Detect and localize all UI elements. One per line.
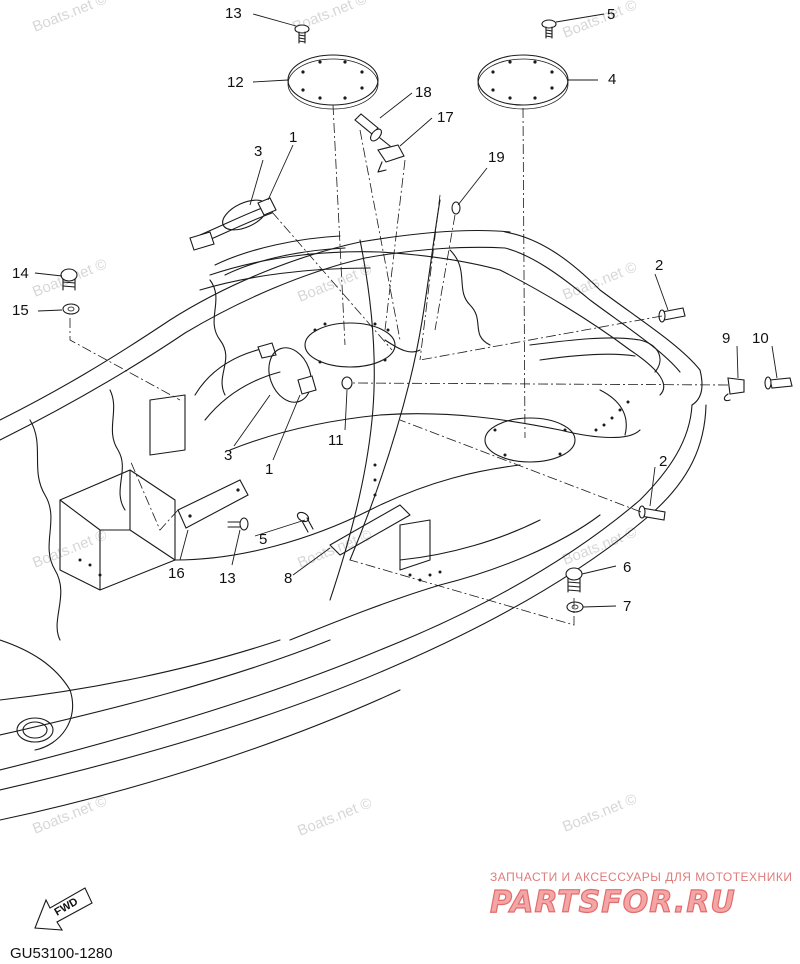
clip-17 xyxy=(377,144,405,173)
callout-1: 1 xyxy=(265,461,273,478)
rivet-2-mid xyxy=(638,505,666,521)
callout-12: 12 xyxy=(227,74,244,91)
bolt-dots xyxy=(78,322,630,582)
screw-5-mid xyxy=(296,511,314,533)
washer-7 xyxy=(566,601,584,613)
callout-layer: 13 5 12 4 18 17 3 1 19 2 14 15 9 10 3 1 … xyxy=(12,5,769,615)
washer-15 xyxy=(62,303,80,315)
callout-5: 5 xyxy=(607,6,615,23)
callout-3: 3 xyxy=(254,143,262,160)
brand-subtitle: ЗАПЧАСТИ И АКСЕССУАРЫ ДЛЯ МОТОТЕХНИКИ xyxy=(490,870,792,884)
callout-4: 4 xyxy=(608,71,616,88)
callout-1: 1 xyxy=(289,129,297,146)
leader-lines xyxy=(34,13,778,626)
diagram-code: GU53100-1280 xyxy=(10,945,113,962)
fwd-arrow: FWD xyxy=(34,887,93,931)
watermark-text: Boats.net © xyxy=(30,792,109,837)
strap-3-mid xyxy=(257,342,317,403)
callout-2: 2 xyxy=(655,257,663,274)
watermark-text: Boats.net © xyxy=(295,260,374,305)
callout-19: 19 xyxy=(488,149,505,166)
watermark-text: Boats.net © xyxy=(295,794,374,839)
brand-logo: ЗАПЧАСТИ И АКСЕССУАРЫ ДЛЯ МОТОТЕХНИКИ PA… xyxy=(489,870,792,921)
screw-6 xyxy=(565,567,583,593)
callout-14: 14 xyxy=(12,265,29,282)
watermark-text: Boats.net © xyxy=(560,0,639,42)
callout-9: 9 xyxy=(722,330,730,347)
rivet-2-top xyxy=(658,307,686,323)
bracket-16 xyxy=(177,479,249,529)
brand-logo-text: PARTSFOR.RU xyxy=(490,885,736,920)
strap-3-top xyxy=(189,197,277,251)
screw-13-mid xyxy=(227,517,249,531)
parts-layer xyxy=(60,19,793,613)
callout-8: 8 xyxy=(284,570,292,587)
screw-5-top xyxy=(541,19,557,39)
callout-2: 2 xyxy=(659,453,667,470)
callout-17: 17 xyxy=(437,109,454,126)
callout-11: 11 xyxy=(328,432,344,449)
watermark-text: Boats.net © xyxy=(560,790,639,835)
callout-15: 15 xyxy=(12,302,29,319)
callout-7: 7 xyxy=(623,598,631,615)
callout-18: 18 xyxy=(415,84,432,101)
callout-10: 10 xyxy=(752,330,769,347)
rivet-10 xyxy=(764,376,793,390)
watermark-text: Boats.net © xyxy=(30,0,109,36)
washer-11 xyxy=(341,376,353,390)
callout-13: 13 xyxy=(219,570,236,587)
hull-body xyxy=(0,199,707,821)
watermark-text: Boats.net © xyxy=(30,526,109,571)
pin-18 xyxy=(354,113,391,147)
bolt-14 xyxy=(60,268,78,291)
callout-13: 13 xyxy=(225,5,242,22)
callout-5: 5 xyxy=(259,531,267,548)
clip-9 xyxy=(723,377,745,402)
screw-13-top xyxy=(294,24,310,44)
callout-6: 6 xyxy=(623,559,631,576)
callout-3: 3 xyxy=(224,447,232,464)
hatch-cover-4 xyxy=(477,54,569,110)
hatch-cover-12 xyxy=(287,54,379,110)
callout-16: 16 xyxy=(168,565,185,582)
